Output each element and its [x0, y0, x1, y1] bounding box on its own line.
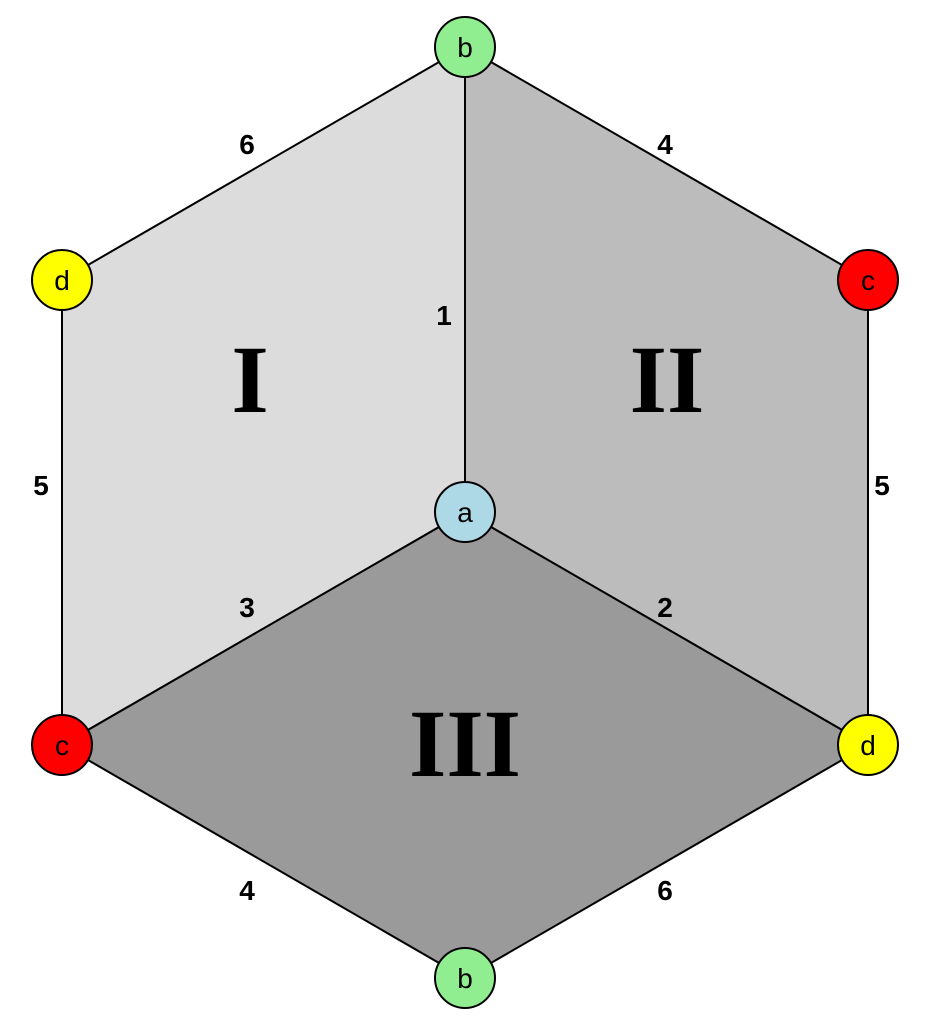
node-label-upper-right-c: c: [861, 265, 875, 296]
node-center-a: a: [434, 481, 496, 543]
face-label-III: III: [409, 690, 521, 797]
node-upper-right-c: c: [837, 249, 899, 311]
node-lower-left-c: c: [31, 714, 93, 776]
node-top-b: b: [434, 16, 496, 78]
edge-label-b-c-top-right: 4: [657, 129, 673, 160]
node-bottom-b: b: [434, 947, 496, 1009]
edge-label-a-b-center: 1: [436, 300, 452, 331]
node-label-lower-right-d: d: [860, 730, 876, 761]
edge-label-a-c-left: 3: [239, 592, 255, 623]
edge-label-d-c-left: 5: [33, 470, 49, 501]
node-label-upper-left-d: d: [54, 265, 70, 296]
node-label-bottom-b: b: [457, 963, 473, 994]
node-upper-left-d: d: [31, 249, 93, 311]
edge-label-b-d-top-left: 6: [239, 129, 255, 160]
node-lower-right-d: d: [837, 714, 899, 776]
edge-label-c-d-right: 5: [874, 470, 890, 501]
edge-label-c-b-bottom-left: 4: [239, 875, 255, 906]
node-label-lower-left-c: c: [55, 730, 69, 761]
face-label-I: I: [231, 326, 268, 433]
face-label-II: II: [630, 326, 705, 433]
node-label-top-b: b: [457, 32, 473, 63]
edge-label-d-b-bottom-right: 6: [657, 875, 673, 906]
node-label-center-a: a: [457, 497, 473, 528]
edge-label-a-d-right: 2: [657, 592, 673, 623]
